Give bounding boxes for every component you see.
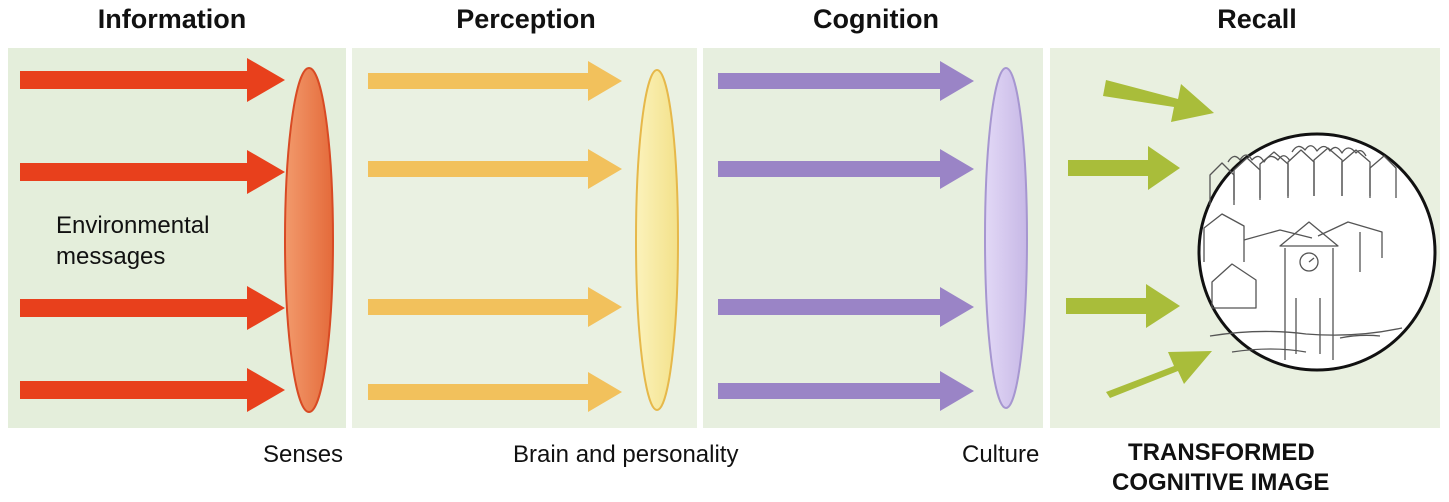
recall-arrow-1 [1103, 80, 1214, 122]
recall-arrow-3 [1066, 284, 1180, 328]
environmental-messages-label: Environmental messages [56, 210, 209, 272]
transformed-cognitive-image-label: TRANSFORMED COGNITIVE IMAGE [1112, 438, 1329, 498]
environmental-messages-line-1: Environmental [56, 212, 210, 239]
result-line-2: COGNITIVE IMAGE [1112, 469, 1330, 496]
culture-lens [984, 67, 1028, 409]
cognitive-image-sketch [1197, 132, 1437, 372]
caption-senses: Senses [263, 441, 344, 468]
perception-arrow-2 [368, 149, 622, 189]
recall-arrows [1066, 80, 1214, 398]
cognitive-image-circle [1197, 132, 1437, 372]
information-arrow-4 [20, 368, 285, 412]
recall-arrow-2 [1068, 146, 1180, 190]
cognition-arrow-2 [718, 149, 974, 189]
cognition-arrow-3 [718, 287, 974, 327]
information-arrow-2 [20, 150, 285, 194]
stage-title-recall: Recall [1217, 4, 1297, 34]
perception-arrow-1 [368, 61, 622, 101]
recall-arrow-4 [1106, 351, 1212, 398]
cognition-arrows [718, 61, 974, 411]
caption-brain-and-personality: Brain and personality [513, 441, 739, 468]
caption-culture: Culture [962, 441, 1040, 468]
stage-title-cognition: Cognition [813, 4, 939, 34]
perception-arrow-4 [368, 372, 622, 412]
perception-arrows [368, 61, 622, 412]
perception-arrow-3 [368, 287, 622, 327]
information-arrows [20, 58, 285, 412]
brain-lens [635, 69, 679, 411]
cognition-arrow-4 [718, 371, 974, 411]
environmental-messages-line-2: messages [56, 243, 166, 270]
information-arrow-3 [20, 286, 285, 330]
stage-title-information: Information [97, 4, 247, 34]
information-arrow-1 [20, 58, 285, 102]
cognition-arrow-1 [718, 61, 974, 101]
result-line-1: TRANSFORMED [1128, 439, 1315, 466]
stage-title-perception: Perception [456, 4, 596, 34]
senses-lens [284, 67, 334, 413]
